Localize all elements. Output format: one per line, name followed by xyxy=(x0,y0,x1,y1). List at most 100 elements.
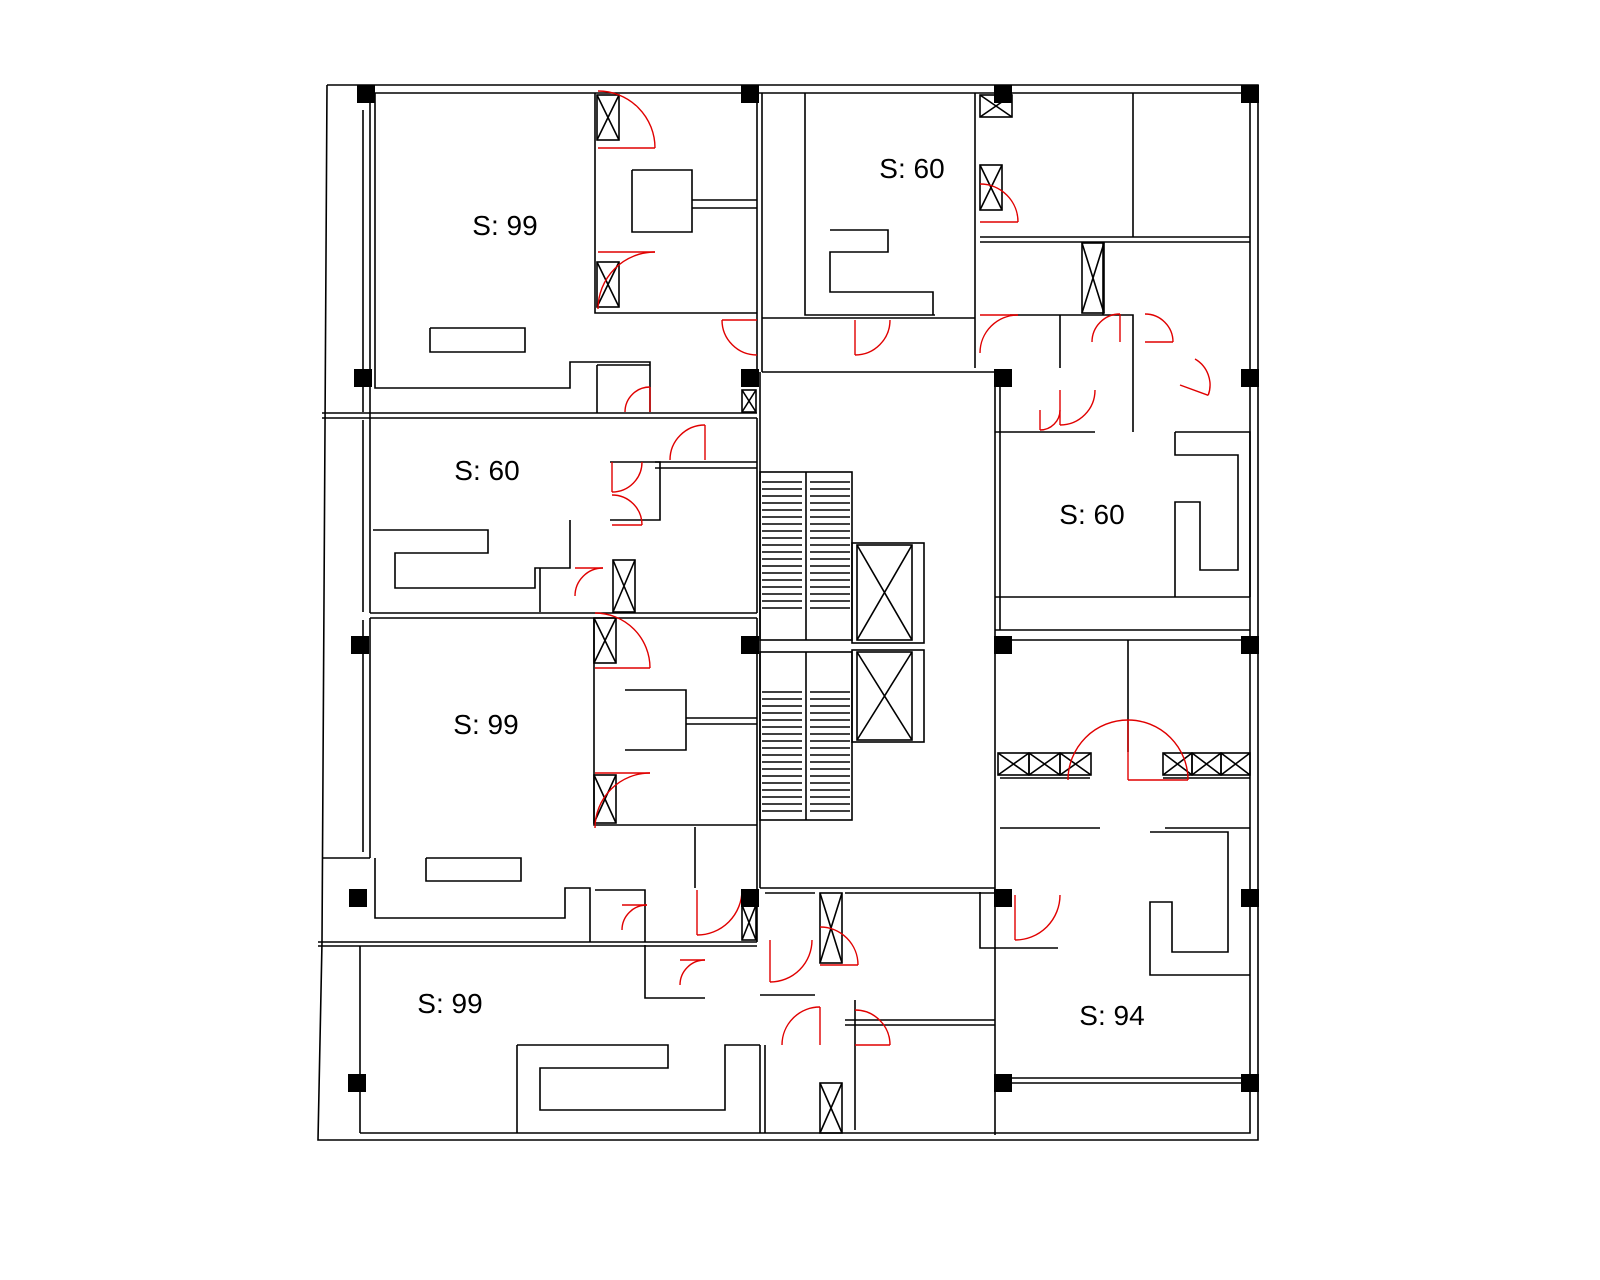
doors xyxy=(574,90,1211,1046)
wall xyxy=(625,689,687,751)
shaft-cross xyxy=(596,94,620,141)
shaft xyxy=(979,164,1003,211)
door-swing xyxy=(1059,389,1096,426)
door-swing xyxy=(1194,358,1211,396)
unit-area-label: S: 60 xyxy=(1059,499,1124,530)
door-swing xyxy=(1144,313,1174,343)
shaft-cross xyxy=(1081,242,1105,314)
door-swing xyxy=(769,939,813,983)
shaft xyxy=(596,261,620,308)
shaft-cross xyxy=(593,774,617,824)
door-swing xyxy=(1014,894,1061,941)
elevator-frame xyxy=(851,649,925,743)
door-swing xyxy=(819,926,859,966)
shaft xyxy=(612,559,636,613)
door-swing xyxy=(854,1009,891,1046)
wall xyxy=(373,520,571,589)
structural-column xyxy=(1241,85,1259,103)
door-swing xyxy=(679,959,706,986)
shaft xyxy=(596,94,620,141)
unit-area-label: S: 94 xyxy=(1079,1000,1144,1031)
door-swing xyxy=(1039,409,1061,431)
structural-column xyxy=(994,889,1012,907)
structural-column xyxy=(1241,636,1259,654)
wall xyxy=(429,327,526,353)
wall xyxy=(644,945,705,999)
structural-column xyxy=(741,889,759,907)
shaft xyxy=(593,774,617,824)
wall xyxy=(1174,432,1239,597)
wall xyxy=(610,461,661,521)
door-swing xyxy=(669,424,706,461)
shaft xyxy=(1220,752,1251,776)
wall xyxy=(1175,431,1251,597)
structural-column xyxy=(351,636,369,654)
unit-area-label: S: 60 xyxy=(879,153,944,184)
shaft-cross xyxy=(979,164,1003,211)
wall xyxy=(425,857,522,882)
wall xyxy=(804,93,935,316)
unit-area-label: S: 60 xyxy=(454,455,519,486)
elevator-frame xyxy=(851,542,925,644)
door-swing xyxy=(611,461,643,493)
door-swing xyxy=(611,494,643,526)
unit-labels: S: 99 S: 60 S: 60 S: 60 S: 99 S: 99 S: 9… xyxy=(417,153,1144,1031)
shaft xyxy=(819,1082,843,1134)
door-swing xyxy=(854,319,891,356)
structural-column xyxy=(994,85,1012,103)
wall xyxy=(317,84,1259,1141)
wall xyxy=(829,229,934,315)
structural-column xyxy=(741,85,759,103)
structural-column xyxy=(357,85,375,103)
walls xyxy=(317,84,1259,1141)
shaft-cross xyxy=(741,904,757,941)
wall xyxy=(1010,314,1134,432)
shaft-cross xyxy=(593,617,617,664)
door-swing xyxy=(594,772,651,829)
shaft-cross xyxy=(1220,752,1251,776)
structural-column xyxy=(1241,889,1259,907)
wall xyxy=(595,889,646,942)
structural-column xyxy=(348,1074,366,1092)
shaft xyxy=(819,892,843,964)
shaft xyxy=(1081,242,1105,314)
shaft xyxy=(856,651,913,741)
door-swing xyxy=(1091,313,1121,343)
shaft-cross xyxy=(856,544,913,641)
structural-column xyxy=(1241,1074,1259,1092)
door-swing xyxy=(979,183,1019,223)
structural-column xyxy=(994,1074,1012,1092)
door-swing xyxy=(1127,719,1189,781)
wall xyxy=(374,93,651,412)
door-swing xyxy=(696,889,743,936)
wall xyxy=(1149,831,1250,976)
door-leaf xyxy=(1179,384,1209,396)
structural-column xyxy=(741,636,759,654)
structural-column xyxy=(354,369,372,387)
columns xyxy=(348,85,1259,1092)
shaft-cross xyxy=(1059,752,1092,776)
shaft-cross xyxy=(856,651,913,741)
wall xyxy=(374,858,591,942)
structural-column xyxy=(1241,369,1259,387)
shaft xyxy=(1059,752,1092,776)
wall xyxy=(631,169,693,233)
shaft-cross xyxy=(1028,752,1061,776)
wall xyxy=(979,892,1058,949)
wall xyxy=(517,1044,760,1111)
door-swing xyxy=(621,904,648,931)
door-swing xyxy=(1067,719,1129,781)
shaft xyxy=(593,617,617,664)
unit-area-label: S: 99 xyxy=(472,210,537,241)
structural-column xyxy=(741,369,759,387)
shaft-cross xyxy=(819,1082,843,1134)
door-swing xyxy=(721,319,758,356)
shaft-cross xyxy=(612,559,636,613)
structural-column xyxy=(349,889,367,907)
door-swing xyxy=(574,567,604,597)
stairs xyxy=(759,471,853,821)
wall xyxy=(360,92,1251,1134)
structural-column xyxy=(994,636,1012,654)
shaft-cross xyxy=(1191,752,1222,776)
